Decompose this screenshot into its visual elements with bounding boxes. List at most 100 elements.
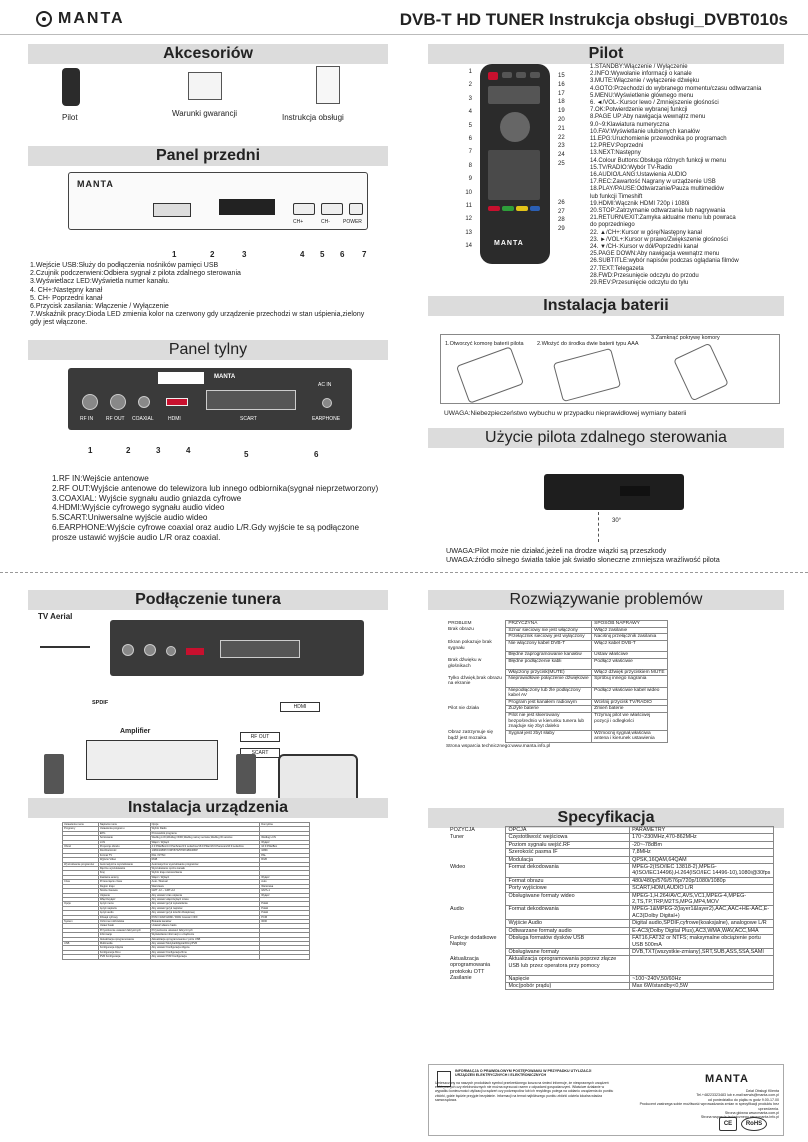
usb-slot (153, 203, 191, 217)
rear-line-1: 1.RF IN:Wejście antenowe (52, 474, 149, 483)
battery-close-drawing (673, 342, 729, 402)
remote-line: 12.PREV:Poprzedni (590, 143, 644, 150)
rear-callout-1: 1 (88, 446, 93, 455)
rohs-mark-icon: RoHS (741, 1117, 767, 1131)
spec-row-cell (448, 927, 506, 934)
trouble-row-cell: Obraz zatrzymuje się bądź jest mozaika (448, 730, 494, 741)
spec-row-cell (448, 841, 506, 848)
spec-row-cell: Zasilanie (450, 975, 472, 982)
rear-line-6: 6.EARPHONE:Wyjście cyfrowe coaxial oraz … (52, 522, 360, 532)
remote-line: 13.NEXT:Następny (590, 150, 641, 157)
spec-row-cell: FAT16,FAT32 or NTFS; maksymalne obciążen… (629, 934, 774, 949)
section-divider (0, 572, 808, 573)
remote-line: 1.STANDBY:Włączenie / Wyłączenie (590, 64, 688, 70)
remote-line: 2.INFO:Wywołanie informacji o kanale (590, 71, 692, 78)
front-callout-5: 5 (320, 250, 325, 259)
amplifier-image (86, 740, 218, 780)
trouble-row-cell: Włącz kabel DVB-T (591, 639, 668, 652)
spec-row: Aktualizacja oprogramowania protokołu OT… (448, 955, 774, 976)
conn-hdmi-port (186, 648, 204, 655)
conn-scart-port (220, 640, 300, 658)
remote-green-key (502, 206, 514, 211)
spec-row-cell: Format dekodowania (505, 863, 631, 878)
weee-bin-icon (437, 1071, 451, 1087)
front-label-chplus: CH+ (293, 219, 304, 225)
scart-port (206, 390, 296, 410)
trouble-row-cell (446, 699, 506, 706)
remote-num-5: 5 (468, 122, 472, 129)
rear-line-5: 5.SCART:Uniwersalne wyjście audio wideo (52, 513, 208, 523)
trouble-row-cell: Sygnał jest zbyt słaby (505, 729, 593, 743)
trouble-row-cell: Włącz dźwięk przyciskiem MUTE (591, 668, 668, 677)
panel-przedni-title: Panel przedni (155, 147, 261, 164)
podlaczenie-title: Podłączenie tunera (135, 591, 281, 608)
trouble-row-cell: Program jest kanałem radiowym (505, 698, 593, 707)
accessory-remote-label: Pilot (62, 113, 78, 122)
brand-name: MANTA (58, 10, 125, 27)
conn-rfin-port (122, 644, 134, 656)
battery-step-2: 2.Włożyć do środka dwie baterii typu AAA (537, 341, 639, 347)
front-line-5: 5. CH- Poprzedni kanał (30, 294, 103, 302)
spec-row-cell: 170~230MHz,470-862MHz (629, 833, 774, 842)
remote-num-2: 2 (468, 82, 472, 89)
battery-warning: UWAGA:Niebezpieczeństwo wybuchu w przypa… (444, 410, 687, 417)
remote-line: 25.PAGE DOWN:Aby nawigacja wewnątrz menu (590, 251, 720, 258)
spec-row-cell: ~100~240V,50/60Hz (629, 974, 774, 983)
remote-num-1: 1 (468, 69, 472, 75)
conn-coaxial-port (166, 646, 176, 656)
trouble-table-wrap: PROBLEM PRZYCZYNA SPOSÓB NAPRAWY Brak ob… (446, 620, 668, 749)
remote-key (516, 72, 526, 78)
remote-key (530, 72, 540, 78)
aerial-antenna-icon (40, 624, 90, 648)
tuner-front-image (544, 474, 684, 510)
front-callout-3: 3 (242, 250, 247, 259)
rear-line-2: 2.RF OUT:Wyjście antenowe do telewizora … (52, 483, 379, 493)
rear-label-earphone: EARPHONE (312, 416, 341, 422)
trouble-row-cell: Naciśnij przełącznik zasilania (591, 633, 668, 641)
spec-row-cell: Audio (450, 905, 464, 912)
remote-power-key (488, 72, 498, 80)
trouble-row-cell: Wciśnij przycisk TV/RADIO (591, 698, 668, 707)
remote-num-28: 28 (558, 217, 565, 224)
rear-callout-5: 5 (244, 450, 249, 459)
remote-num-27: 27 (558, 208, 565, 215)
remote-line: 14.Colour Buttons:Obsługa różnych funkcj… (590, 157, 727, 164)
front-line-1: 1.Wejście USB:Służy do podłączenia nośni… (30, 262, 219, 269)
remote-num-24: 24 (558, 152, 565, 159)
trouble-row: Włączony przycisk(MUTE)Włącz dźwięk przy… (446, 668, 668, 677)
spec-row-cell: Obsługiwane formaty wideo (505, 891, 631, 907)
connection-rear-panel (110, 620, 364, 676)
trouble-row-cell (446, 669, 506, 676)
spec-row-cell: 480i/480p/576i/576p/720p/1080i/1080p (629, 876, 774, 886)
trouble-row-cell: Przełącznik sieciowy jest wyłączony (505, 633, 593, 641)
spec-row-cell (448, 982, 506, 989)
company-line: Tel.+48223323483 lub e-mail:serwis@manta… (696, 1093, 779, 1098)
battery-step-3: 3.Zamknąć pokrywę komory (651, 335, 720, 341)
rear-label-acin: AC IN (318, 382, 332, 388)
install-row-cell (62, 954, 99, 960)
trouble-row-cell: Sznur sieciowy nie jest włączony (505, 626, 593, 635)
trouble-row-cell: Nieprawidłowe połączenie dźwiękowe (505, 675, 593, 688)
remote-yellow-key (516, 206, 528, 211)
remote-num-14: 14 (465, 243, 472, 250)
spec-row-cell: MPEG-2(ISO/IEC 13818-2),MPEG-4(ISO/IEC14… (629, 863, 774, 878)
hdmi-cable-label: HDMI (280, 702, 320, 712)
trouble-row-cell: Pilot nie jest skierowany bezpośrednio w… (505, 711, 593, 731)
remote-line: 11.EPG:Uruchomienie przewodnika po progr… (590, 136, 727, 143)
rf-out-cable-label: RF OUT (240, 732, 280, 742)
remote-line: 24. ▼/CH-:Kursor w dół/Poprzedni kanał (590, 244, 698, 251)
remote-line: lub funkcji Timeshift (590, 193, 643, 200)
spec-row-cell (448, 856, 506, 863)
ch-minus-button (321, 203, 343, 215)
install-table-wrap: Ustawienia menu Napisów menu Opcje Domyś… (62, 821, 310, 960)
remote-numpad (488, 150, 540, 200)
rear-line-3: 3.COAXIAL: Wyjście sygnału audio gniazda… (52, 493, 242, 503)
